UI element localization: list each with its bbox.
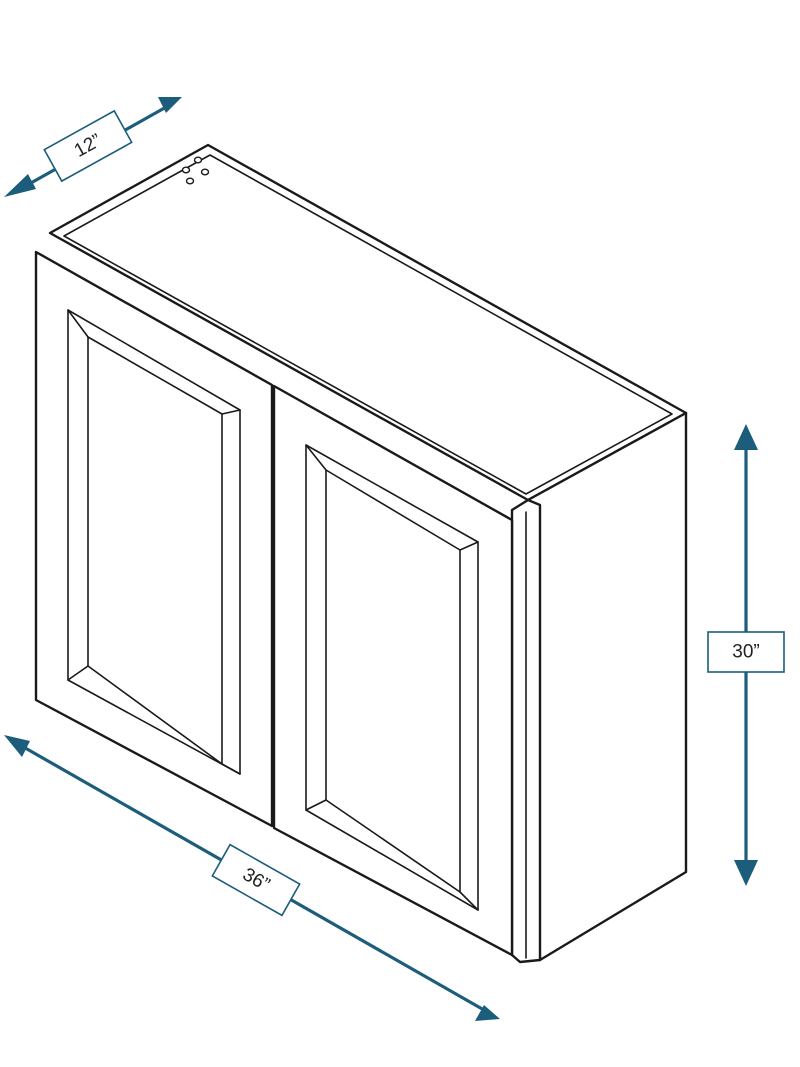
width-arrowhead-end	[475, 1005, 500, 1021]
cabinet-top-inner-edge	[63, 154, 673, 495]
depth-arrowhead-start	[4, 174, 36, 197]
cabinet-drawing	[34, 143, 688, 964]
height-label-box	[707, 631, 785, 673]
width-dimension: 36”	[4, 735, 500, 1021]
height-arrowhead-top	[734, 424, 758, 450]
dimension-annotations: 12” 30” 36”	[4, 97, 785, 1021]
depth-arrowhead-end	[158, 97, 182, 113]
width-arrowhead-start	[4, 735, 30, 757]
mounting-holes	[181, 156, 210, 185]
height-arrowhead-bottom	[734, 860, 758, 886]
right-door	[272, 384, 514, 957]
depth-label-box	[43, 109, 133, 183]
width-label-box	[211, 843, 301, 917]
height-dimension: 30”	[707, 424, 785, 886]
depth-dimension: 12”	[4, 97, 182, 197]
cabinet-right-side	[526, 411, 688, 962]
left-door	[34, 250, 274, 828]
height-label: 30”	[732, 642, 759, 663]
